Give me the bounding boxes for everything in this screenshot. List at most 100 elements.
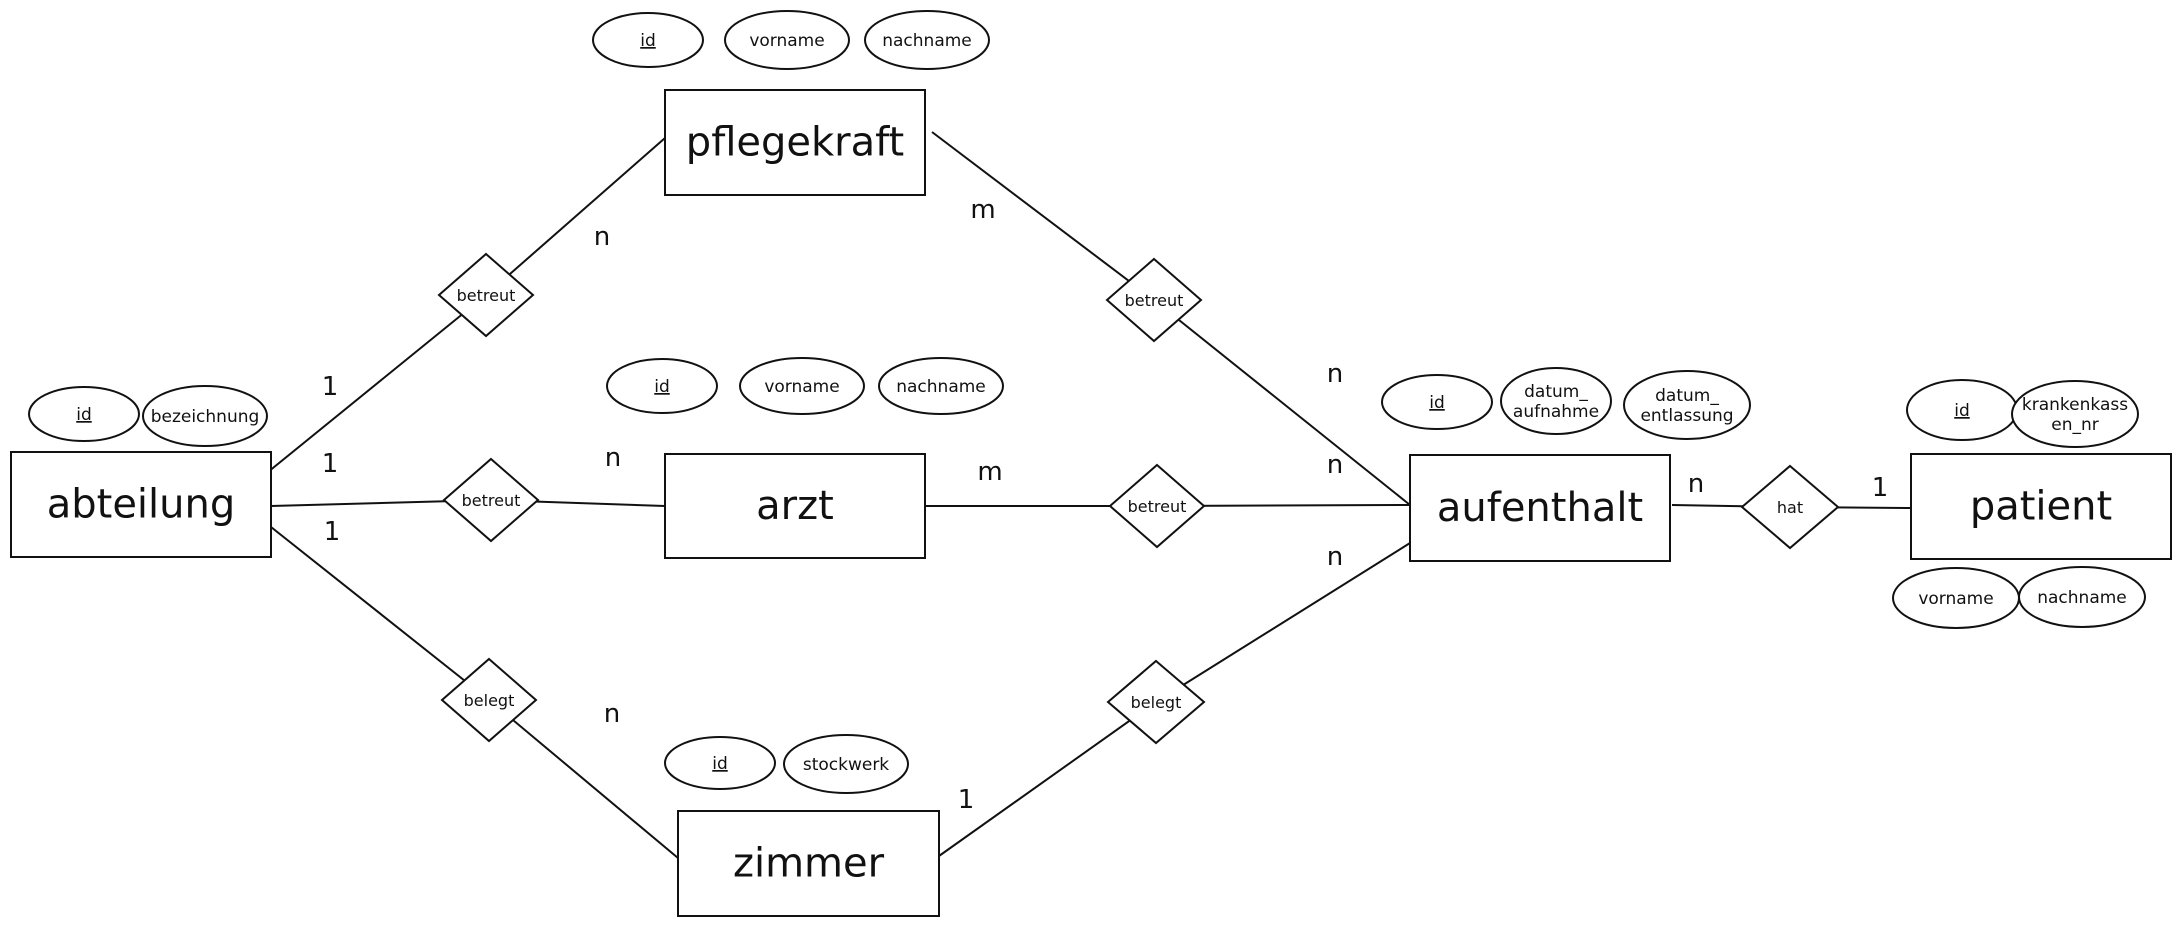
attribute-abteilung-id[interactable]: id [28, 386, 140, 442]
relationship-label: belegt [464, 691, 515, 710]
attribute-label: datum_ [1655, 386, 1719, 406]
attribute-label: nachname [896, 377, 986, 397]
attribute-pflegekraft-vorname[interactable]: vorname [724, 10, 850, 70]
attribute-label: id [640, 31, 656, 51]
entity-patient[interactable]: patient [1910, 453, 2172, 560]
attribute-label: en_nr [2051, 415, 2099, 435]
attribute-label: stockwerk [803, 755, 889, 775]
attribute-ellipse [592, 12, 704, 68]
entity-label: zimmer [733, 841, 885, 887]
attribute-label: id [76, 405, 92, 425]
entity-box [664, 89, 926, 196]
attribute-abteilung-bezeichnung[interactable]: bezeichnung [142, 385, 268, 447]
attribute-arzt-vorname[interactable]: vorname [739, 357, 865, 415]
attribute-ellipse [739, 357, 865, 415]
relationship-diamond [1105, 257, 1203, 343]
attribute-ellipse [1500, 367, 1612, 435]
rel-abteilung-pflegekraft-line-pflegekraft [485, 137, 666, 296]
entity-arzt[interactable]: arzt [664, 453, 926, 559]
entity-pflegekraft[interactable]: pflegekraft [664, 89, 926, 196]
attribute-patient-vorname[interactable]: vorname [1892, 567, 2020, 629]
entity-label: pflegekraft [686, 120, 904, 166]
cardinality-label: 1 [322, 372, 339, 402]
attribute-arzt-nachname[interactable]: nachname [878, 357, 1004, 415]
cardinality-label: 1 [1872, 473, 1889, 503]
relationship-diamond [1106, 659, 1206, 745]
attribute-arzt-id[interactable]: id [606, 358, 718, 414]
attribute-ellipse [142, 385, 268, 447]
cardinality-label: m [970, 195, 995, 225]
attribute-ellipse [1381, 374, 1493, 430]
rel-abteilung-pflegekraft[interactable]: betreut [437, 252, 535, 338]
cardinality-label: n [594, 222, 610, 252]
rel-pflegekraft-aufenthalt-line-aufenthalt [1153, 299, 1411, 506]
relationship-diamond [442, 457, 540, 543]
entity-label: abteilung [47, 482, 236, 528]
entity-zimmer[interactable]: zimmer [677, 810, 940, 917]
cardinality-label: 1 [324, 517, 341, 547]
rel-pflegekraft-aufenthalt-line-pflegekraft [931, 131, 1155, 301]
entity-label: arzt [756, 483, 834, 529]
rel-aufenthalt-patient[interactable]: hat [1740, 464, 1840, 550]
attribute-label: id [1429, 393, 1445, 413]
attribute-label: vorname [1918, 589, 1993, 609]
attribute-ellipse [664, 736, 776, 790]
entity-aufenthalt[interactable]: aufenthalt [1409, 454, 1671, 562]
entity-box [1910, 453, 2172, 560]
attribute-ellipse [28, 386, 140, 442]
rel-pflegekraft-aufenthalt[interactable]: betreut [1105, 257, 1203, 343]
rel-arzt-aufenthalt[interactable]: betreut [1108, 463, 1206, 549]
attribute-label: aufnahme [1513, 402, 1599, 422]
entity-label: aufenthalt [1437, 485, 1643, 531]
cardinality-label: n [604, 699, 620, 729]
attribute-ellipse [606, 358, 718, 414]
attribute-zimmer-id[interactable]: id [664, 736, 776, 790]
attribute-label: id [712, 754, 728, 774]
rel-abteilung-pflegekraft-line-abteilung [267, 294, 487, 473]
entity-box [677, 810, 940, 917]
attribute-ellipse [2011, 380, 2139, 448]
relationship-label: betreut [1125, 291, 1184, 310]
entity-box [664, 453, 926, 559]
relationship-label: belegt [1131, 693, 1182, 712]
relationship-label: betreut [457, 286, 516, 305]
relationship-diamond [437, 252, 535, 338]
attribute-aufenthalt-id[interactable]: id [1381, 374, 1493, 430]
cardinality-label: n [605, 443, 621, 473]
attribute-ellipse [2018, 566, 2146, 628]
attribute-ellipse [864, 10, 990, 70]
cardinality-label: 1 [322, 449, 339, 479]
cardinality-label: n [1327, 542, 1343, 572]
attribute-pflegekraft-id[interactable]: id [592, 12, 704, 68]
rel-abteilung-arzt[interactable]: betreut [442, 457, 540, 543]
entity-abteilung[interactable]: abteilung [10, 451, 272, 558]
attribute-aufenthalt-datum_aufnahme[interactable]: datum_aufnahme [1500, 367, 1612, 435]
relationship-label: hat [1777, 498, 1803, 517]
relationship-diamond [440, 657, 538, 743]
attribute-patient-id[interactable]: id [1906, 379, 2018, 441]
relationship-diamond [1108, 463, 1206, 549]
entity-label: patient [1970, 484, 2112, 530]
attribute-ellipse [1623, 370, 1751, 440]
entity-box [1409, 454, 1671, 562]
cardinality-label: 1 [958, 785, 975, 815]
attribute-label: vorname [749, 31, 824, 51]
attribute-zimmer-stockwerk[interactable]: stockwerk [783, 734, 909, 794]
rel-zimmer-aufenthalt-line-aufenthalt [1155, 542, 1411, 703]
cardinality-label: n [1327, 359, 1343, 389]
connector-lines [267, 131, 1912, 859]
entity-box [10, 451, 272, 558]
rel-zimmer-aufenthalt[interactable]: belegt [1106, 659, 1206, 745]
attribute-label: bezeichnung [151, 407, 260, 427]
attribute-patient-nachname[interactable]: nachname [2018, 566, 2146, 628]
rel-zimmer-aufenthalt-line-zimmer [938, 701, 1157, 857]
rel-abteilung-zimmer[interactable]: belegt [440, 657, 538, 743]
attribute-pflegekraft-nachname[interactable]: nachname [864, 10, 990, 70]
cardinality-label: n [1688, 469, 1704, 499]
attribute-label: vorname [764, 377, 839, 397]
attribute-aufenthalt-datum_entlassung[interactable]: datum_entlassung [1623, 370, 1751, 440]
attribute-label: datum_ [1524, 382, 1588, 402]
